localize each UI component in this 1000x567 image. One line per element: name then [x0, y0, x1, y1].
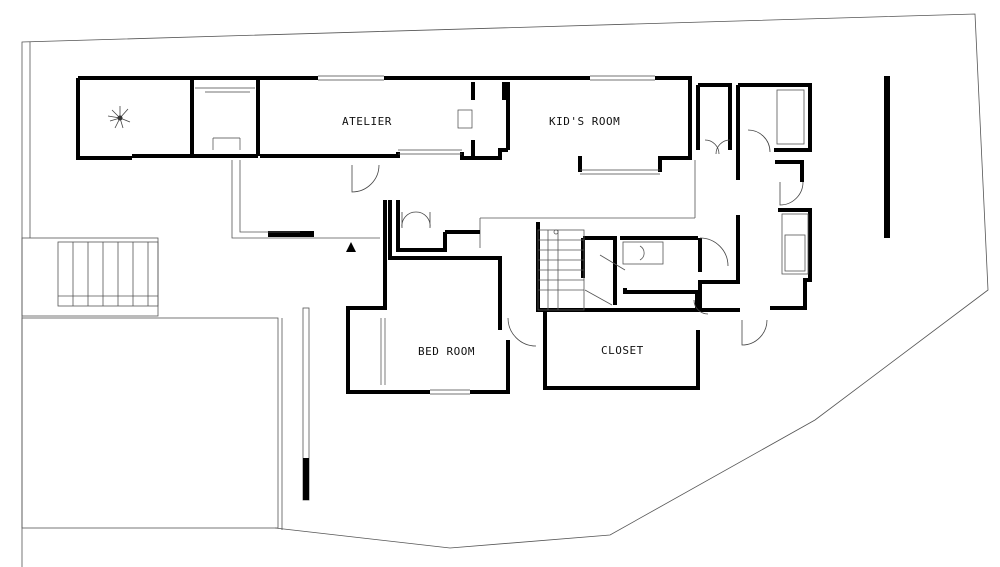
exterior-stair	[57, 241, 159, 307]
central-walls	[346, 200, 700, 394]
north-wing-walls	[76, 76, 692, 172]
interior-stair	[537, 229, 626, 311]
room-label-kids-room: KID'S ROOM	[549, 115, 620, 128]
entrance-marker	[346, 242, 356, 252]
door-swings	[351, 129, 804, 347]
desk	[457, 109, 473, 129]
neighbour-structure	[21, 237, 283, 530]
room-label-atelier: ATELIER	[342, 115, 392, 128]
site-boundary	[21, 13, 989, 567]
bath-fixtures	[622, 89, 809, 275]
north-wing-windows	[195, 75, 660, 175]
freestanding-walls	[268, 76, 890, 501]
plant-icon	[107, 106, 131, 129]
room-label-bed-room: BED ROOM	[418, 345, 475, 358]
room-label-closet: CLOSET	[601, 344, 644, 357]
east-service-walls	[696, 83, 812, 312]
bedroom-window	[380, 318, 470, 395]
